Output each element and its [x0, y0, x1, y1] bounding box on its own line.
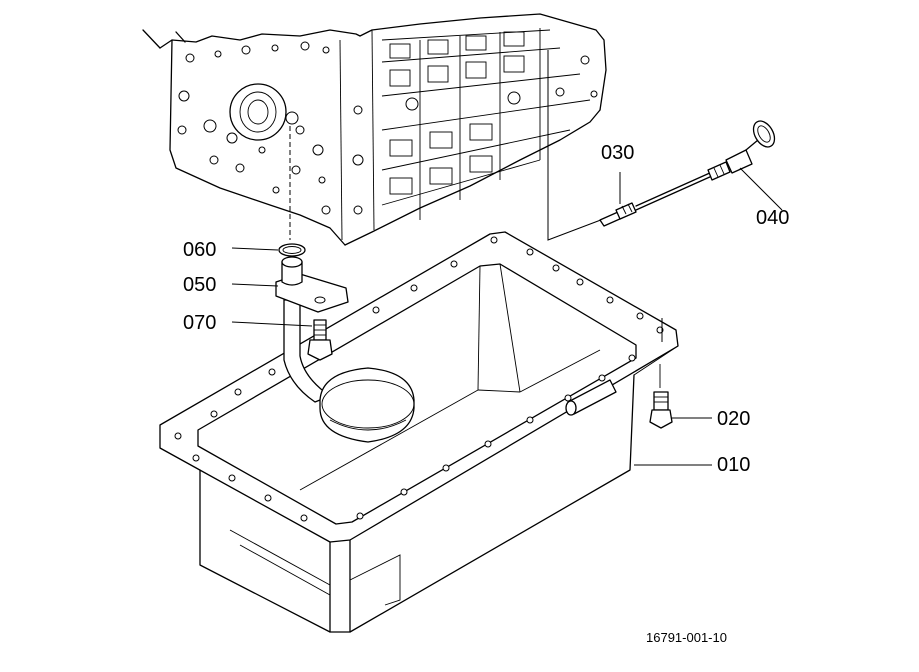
leader-070 — [231, 321, 313, 327]
strainer-bolt-drawing — [307, 319, 333, 361]
leader-040 — [739, 167, 783, 211]
label-030: 030 — [601, 142, 635, 164]
oil-strainer-drawing — [275, 256, 415, 443]
label-050: 050 — [183, 274, 217, 296]
label-070: 070 — [183, 312, 217, 334]
leader-060 — [231, 247, 279, 251]
diagram-reference-code: 16791-001-10 — [646, 630, 727, 645]
label-020: 020 — [717, 408, 751, 430]
drain-plug-drawing — [649, 391, 673, 429]
label-010: 010 — [717, 454, 751, 476]
leader-050 — [231, 283, 279, 287]
engine-block-illustration — [142, 13, 607, 246]
label-040: 040 — [756, 207, 790, 229]
dipstick-drawing — [635, 120, 776, 211]
dipstick-guide-pipe-drawing — [599, 202, 637, 227]
oil-pan-illustration — [159, 231, 679, 633]
dipstick-alignment-line — [547, 50, 607, 241]
label-060: 060 — [183, 239, 217, 261]
o-ring-drawing — [278, 243, 306, 257]
